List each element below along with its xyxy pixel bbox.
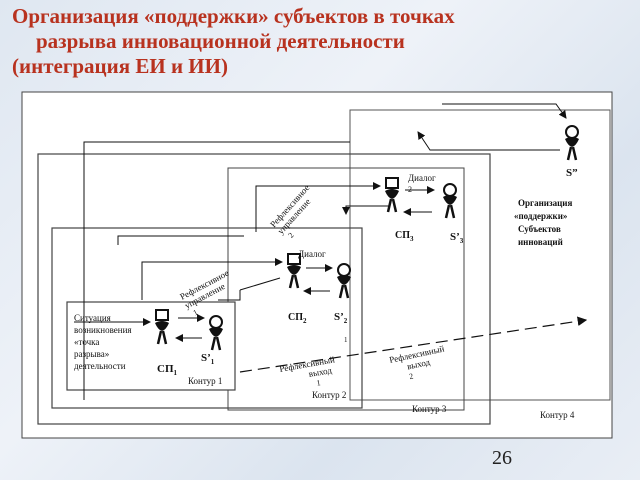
situation-line-3: «точка <box>74 337 99 347</box>
slide-title: Организация «поддержки» субъектов в точк… <box>12 4 632 79</box>
label-contour-3: Контур 3 <box>412 404 447 414</box>
label-dialog-2-num: 2 <box>408 185 412 194</box>
title-line-1: Организация «поддержки» субъектов в точк… <box>12 4 455 28</box>
contour-4-box <box>349 109 611 401</box>
label-dialog-2: Диалог <box>408 173 436 183</box>
situation-line-5: деятельности <box>74 361 126 371</box>
page-number: 26 <box>492 447 512 469</box>
support-org-line-2: «поддержки» <box>514 211 568 221</box>
title-line-3: (интеграция ЕИ и ИИ) <box>12 54 228 78</box>
svg-text:2: 2 <box>286 231 295 240</box>
contour-3-inner-box <box>227 167 465 411</box>
label-contour-2: Контур 2 <box>312 390 346 400</box>
situation-line-2: возникновения <box>74 325 132 335</box>
label-sp3: СП3 <box>395 230 414 243</box>
title-line-2: разрыва инновационной деятельности <box>36 29 405 53</box>
svg-text:2: 2 <box>408 372 414 382</box>
svg-text:1: 1 <box>316 378 322 388</box>
label-contour-1: Контур 1 <box>188 376 222 386</box>
label-s2-extra: 1 <box>344 336 348 344</box>
contour-3-box <box>37 153 491 425</box>
label-s1: S’1 <box>201 352 215 366</box>
label-sp1: СП1 <box>157 363 178 377</box>
support-org-line-3: Субъектов <box>518 224 561 234</box>
situation-line-1: Ситуация <box>74 313 111 323</box>
label-s-top: S” <box>566 167 578 179</box>
support-org-line-4: инноваций <box>518 237 563 247</box>
svg-text:1: 1 <box>192 308 200 318</box>
label-s3: S’3 <box>450 231 464 245</box>
situation-line-4: разрыва» <box>74 349 109 359</box>
svg-text:выход: выход <box>308 365 333 379</box>
label-sp2: СП2 <box>288 312 307 325</box>
svg-text:выход: выход <box>406 357 431 372</box>
label-contour-4: Контур 4 <box>540 410 575 420</box>
support-org-line-1: Организация <box>518 198 572 208</box>
contour-1-box <box>66 301 236 391</box>
label-dialog-1: Диалог <box>298 249 326 259</box>
label-s2: S’2 <box>334 311 348 325</box>
contour-2-box <box>51 227 363 409</box>
